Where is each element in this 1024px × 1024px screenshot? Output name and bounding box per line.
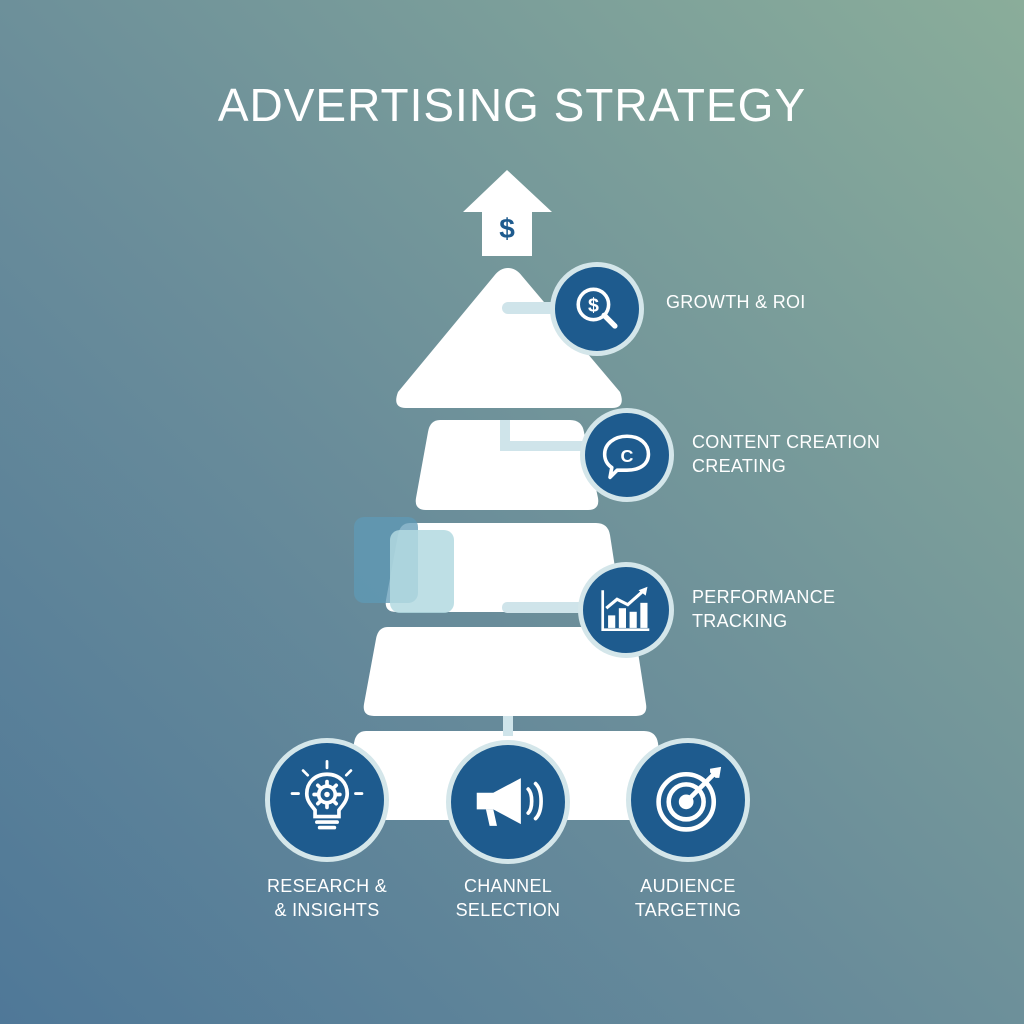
label-line: TRACKING bbox=[692, 611, 788, 631]
svg-text:$: $ bbox=[588, 295, 599, 317]
research-insights-icon bbox=[265, 738, 389, 862]
label-line: CONTENT CREATION bbox=[692, 432, 881, 452]
label-line: AUDIENCE bbox=[640, 876, 736, 896]
label-performance-tracking: PERFORMANCE TRACKING bbox=[692, 585, 835, 633]
channel-selection-icon bbox=[446, 740, 570, 864]
dollar-up-arrow-icon: $ bbox=[463, 170, 552, 256]
label-growth-roi: GROWTH & ROI bbox=[666, 290, 806, 314]
label-line: & INSIGHTS bbox=[274, 900, 380, 920]
label-channel-selection: CHANNEL SELECTION bbox=[428, 874, 588, 922]
connector-content bbox=[500, 420, 588, 451]
label-line: PERFORMANCE bbox=[692, 587, 836, 607]
svg-text:$: $ bbox=[499, 213, 515, 244]
connector-performance bbox=[502, 602, 586, 613]
label-content-creation: CONTENT CREATION CREATING bbox=[692, 430, 880, 478]
pyramid-tier-4 bbox=[363, 627, 647, 716]
label-research-insights: RESEARCH & & INSIGHTS bbox=[247, 874, 407, 922]
label-line: TARGETING bbox=[634, 900, 742, 920]
growth-roi-icon: $ bbox=[550, 262, 644, 356]
overlay-block-front bbox=[390, 530, 454, 613]
connector-growth bbox=[502, 302, 560, 314]
performance-tracking-icon bbox=[578, 562, 674, 658]
label-audience-targeting: AUDIENCE TARGETING bbox=[608, 874, 768, 922]
page-title: ADVERTISING STRATEGY bbox=[217, 79, 807, 131]
svg-text:C: C bbox=[621, 446, 634, 466]
pyramid-tier-1 bbox=[396, 268, 622, 408]
label-line: CREATING bbox=[692, 456, 787, 476]
label-line: CHANNEL bbox=[463, 876, 553, 896]
label-line: GROWTH & ROI bbox=[666, 292, 806, 312]
label-line: SELECTION bbox=[455, 900, 561, 920]
audience-targeting-icon bbox=[626, 738, 750, 862]
content-creation-icon: C bbox=[580, 408, 674, 502]
label-line: RESEARCH & bbox=[266, 876, 388, 896]
connector-base bbox=[503, 716, 513, 736]
